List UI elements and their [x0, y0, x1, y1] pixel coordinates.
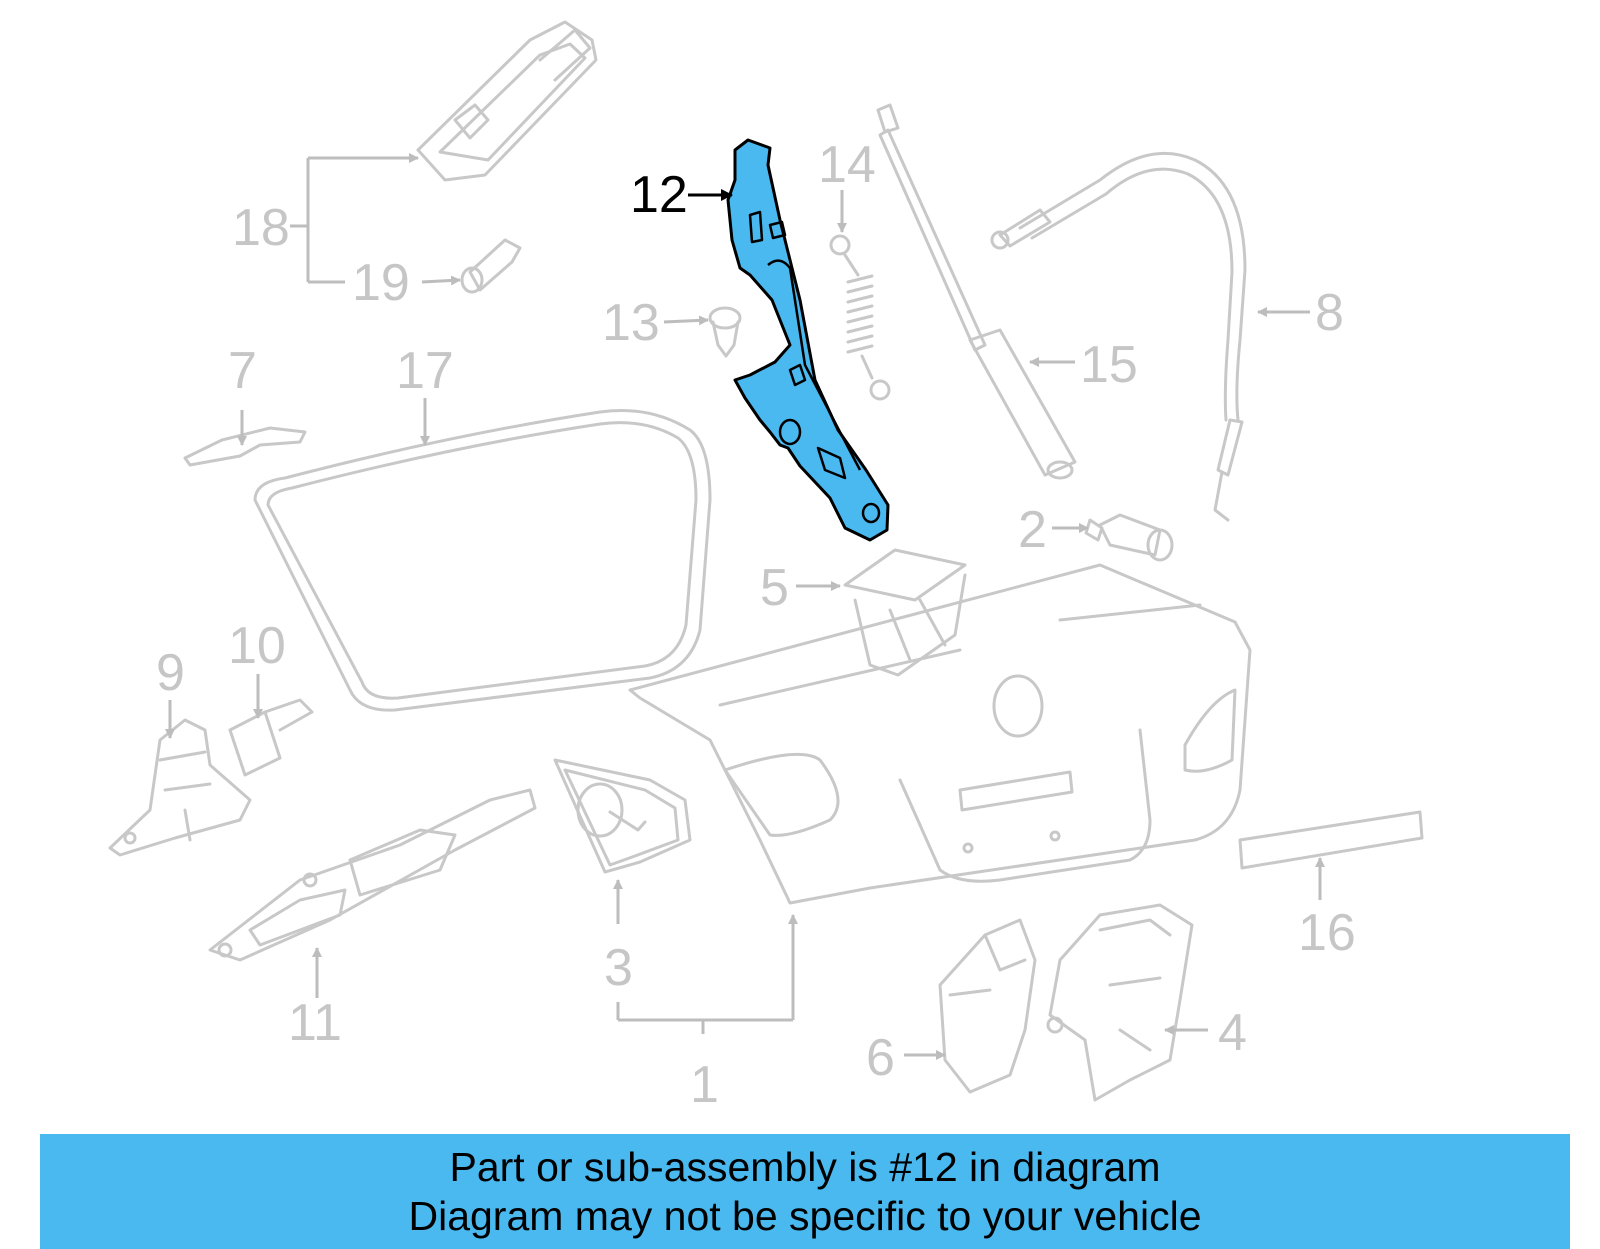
- part-11-garnish: [208, 788, 537, 962]
- part-18-handle: [416, 20, 598, 182]
- callout-3: 3: [604, 939, 633, 997]
- part-16-strip: [1238, 810, 1424, 870]
- part-7-bracket: [183, 426, 307, 467]
- callout-17: 17: [396, 342, 454, 400]
- callout-10: 10: [228, 617, 286, 675]
- part-12-hinge: [726, 138, 890, 542]
- part-9-latch: [108, 718, 252, 857]
- part-14-spring: [829, 234, 891, 401]
- callout-15: 15: [1080, 336, 1138, 394]
- banner-line-1: Part or sub-assembly is #12 in diagram: [449, 1143, 1161, 1190]
- callout-11: 11: [288, 994, 342, 1052]
- part-13-clip: [708, 306, 742, 358]
- callout-13: 13: [602, 294, 660, 352]
- part-15-gas-strut: [876, 103, 1077, 480]
- callout-16: 16: [1298, 904, 1356, 962]
- callout-14: 14: [818, 136, 876, 194]
- callout-9: 9: [156, 644, 185, 702]
- callout-1: 1: [690, 1056, 719, 1114]
- part-17-weatherstrip: [253, 408, 712, 712]
- callout-7: 7: [228, 342, 257, 400]
- info-banner: Part or sub-assembly is #12 in diagram D…: [40, 1134, 1570, 1249]
- part-2-socket: [1084, 513, 1174, 562]
- part-5-lamp: [843, 548, 967, 677]
- banner-line-2: Diagram may not be specific to your vehi…: [408, 1192, 1202, 1239]
- part-8-cable: [990, 151, 1247, 522]
- part-6-actuator: [938, 918, 1037, 1094]
- part-4-lock: [1046, 903, 1194, 1102]
- part-1-trunk-lid: [628, 563, 1252, 905]
- callout-18: 18: [232, 199, 290, 257]
- callout-12: 12: [630, 166, 688, 224]
- callout-19: 19: [352, 254, 410, 312]
- callout-4: 4: [1218, 1004, 1247, 1062]
- leader-lines: [165, 153, 1325, 1060]
- parts-diagram: 18 19 14 13 15 8 7 17 2 5 10 9 3 1 11 16…: [108, 20, 1424, 1114]
- callout-2: 2: [1018, 501, 1047, 559]
- callouts: 18 19 14 13 15 8 7 17 2 5 10 9 3 1 11 16…: [156, 136, 1356, 1114]
- part-3-lamp: [553, 758, 692, 874]
- callout-5: 5: [760, 559, 789, 617]
- callout-6: 6: [866, 1029, 895, 1087]
- callout-8: 8: [1315, 284, 1344, 342]
- part-19-bulb: [460, 238, 522, 294]
- part-10-switch: [228, 698, 314, 777]
